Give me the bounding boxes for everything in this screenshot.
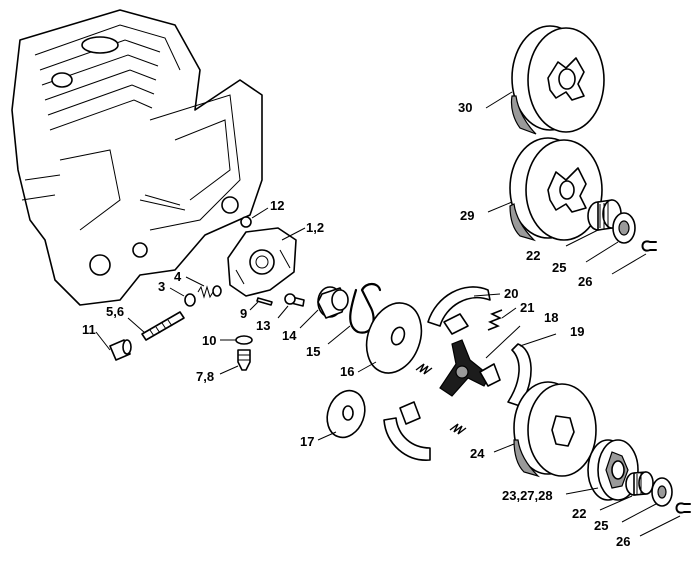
needle-cage-part-22-lower [625, 471, 654, 496]
callout-24: 24 [470, 446, 485, 461]
clutch-drum-part-24 [513, 381, 597, 478]
callout-29: 29 [460, 208, 474, 223]
thrust-washer-part-17 [326, 389, 366, 439]
valve-part-7-8 [237, 349, 251, 371]
callout-26-lower: 26 [616, 534, 630, 549]
e-clip-part-26-upper [641, 240, 657, 252]
screw-part-12 [240, 216, 252, 228]
o-ring-part-10 [235, 335, 253, 345]
screw-part-13 [284, 293, 305, 307]
pin-part-9 [256, 297, 273, 306]
callout-17: 17 [300, 434, 314, 449]
callout-19: 19 [570, 324, 584, 339]
engine-housing [11, 9, 263, 306]
callout-9: 9 [240, 306, 247, 321]
callout-5-6: 5,6 [106, 304, 124, 319]
callout-25-lower: 25 [594, 518, 608, 533]
callout-4: 4 [174, 269, 182, 284]
washer-part-25-upper [612, 212, 636, 244]
clutch-drum-part-29 [509, 137, 603, 242]
callout-30: 30 [458, 100, 472, 115]
callout-16: 16 [340, 364, 354, 379]
callout-12: 12 [270, 198, 284, 213]
clutch-shoe-lower [383, 401, 467, 461]
callout-21: 21 [520, 300, 534, 315]
e-clip-part-26-lower [675, 502, 691, 514]
clutch-spring [415, 363, 433, 375]
callout-3: 3 [158, 279, 165, 294]
spring-part-21 [487, 309, 503, 331]
washer-part-3 [184, 293, 196, 307]
callout-22-lower: 22 [572, 506, 586, 521]
washer-disc-part-16 [365, 302, 423, 374]
clutch-drum-part-30 [510, 25, 605, 135]
callout-18: 18 [544, 310, 558, 325]
needle-cage-part-22-upper [587, 199, 622, 231]
oil-pump-part-1-2 [227, 227, 297, 297]
callout-26-upper: 26 [578, 274, 592, 289]
callout-11: 11 [82, 322, 96, 337]
bushing-part-14 [317, 286, 349, 319]
washer-part-25-lower [651, 477, 673, 507]
cap-part-11 [109, 339, 132, 361]
callout-13: 13 [256, 318, 270, 333]
callout-14: 14 [282, 328, 297, 343]
callout-23-27-28: 23,27,28 [502, 488, 553, 503]
callout-15: 15 [306, 344, 320, 359]
callout-7-8: 7,8 [196, 369, 214, 384]
callout-10: 10 [202, 333, 216, 348]
callout-1-2: 1,2 [306, 220, 324, 235]
clutch-shoe-part-20 [427, 286, 491, 335]
worm-shaft-part-5-6 [141, 311, 185, 341]
callout-20: 20 [504, 286, 518, 301]
callout-25-upper: 25 [552, 260, 566, 275]
clutch-shoe-part-19 [479, 343, 532, 407]
carrier-part-18 [439, 339, 491, 397]
spring-part-4 [197, 285, 222, 299]
callout-22-upper: 22 [526, 248, 540, 263]
